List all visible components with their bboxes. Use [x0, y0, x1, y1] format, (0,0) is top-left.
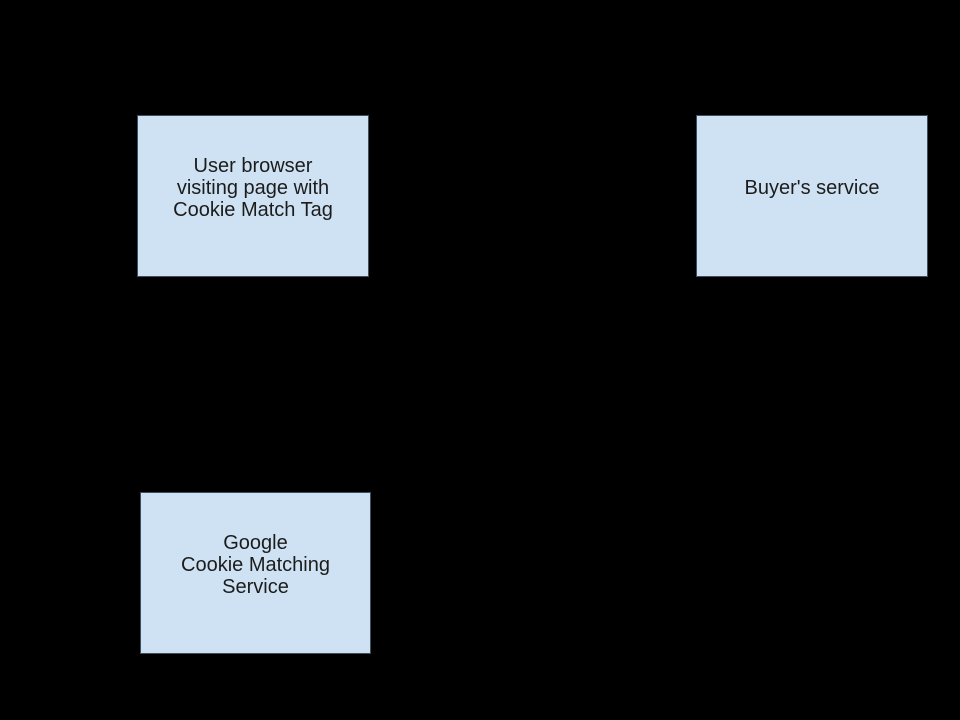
label-line: Google	[223, 532, 288, 554]
node-user-browser-label: User browser visiting page with Cookie M…	[138, 155, 368, 221]
label-line: Buyer's service	[744, 177, 880, 199]
node-buyers-service-label: Buyer's service	[697, 177, 927, 199]
label-line: visiting page with	[176, 177, 330, 199]
node-buyers-service: Buyer's service	[696, 115, 928, 277]
label-line: User browser	[193, 155, 313, 177]
label-line: Cookie Matching	[181, 554, 330, 576]
label-line: Service	[222, 576, 289, 598]
node-google-cookie-matching-service: Google Cookie Matching Service	[140, 492, 371, 654]
node-google-cookie-matching-service-label: Google Cookie Matching Service	[141, 532, 370, 598]
node-user-browser: User browser visiting page with Cookie M…	[137, 115, 369, 277]
label-line: Cookie Match Tag	[173, 199, 333, 221]
